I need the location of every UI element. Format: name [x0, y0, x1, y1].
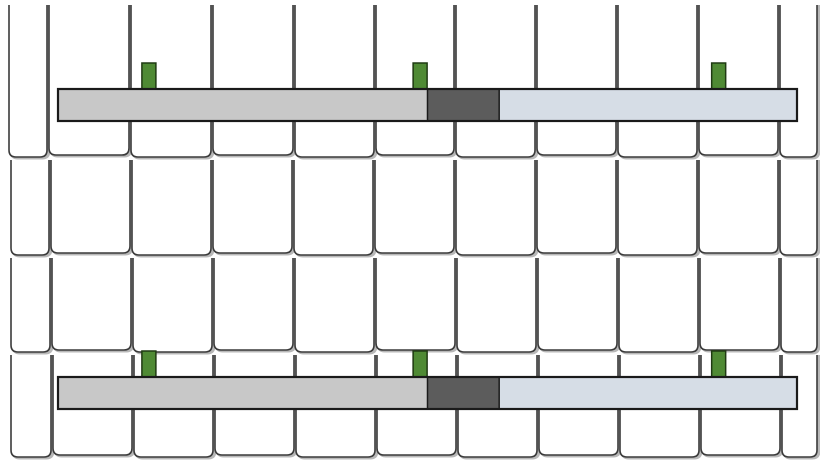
shingle-tile	[11, 258, 50, 352]
batten-marker	[413, 63, 427, 91]
shingle-tile	[700, 258, 779, 350]
shingle-tile	[214, 258, 293, 350]
batten-marker	[142, 351, 156, 379]
shingle-tile	[132, 160, 211, 255]
batten-marker	[712, 63, 726, 91]
batten-marker	[712, 351, 726, 379]
shingle-tile	[375, 160, 454, 253]
shingle-tile	[456, 160, 535, 255]
batten-segment-dark	[428, 377, 500, 409]
shingle-tile	[294, 160, 373, 255]
shingle-tile	[376, 258, 455, 350]
shingle-tile	[618, 160, 697, 255]
shingle-tile	[213, 5, 293, 155]
shingle-tile	[618, 5, 697, 157]
batten-marker	[142, 63, 156, 91]
shingle-tile	[11, 355, 51, 457]
shingle-tile	[52, 258, 131, 350]
shingle-tile	[295, 258, 374, 352]
shingle-tile	[538, 258, 617, 350]
shingle-tile	[619, 258, 698, 352]
batten-segment-light	[58, 89, 428, 121]
shingle-tile	[781, 258, 817, 352]
batten-segment-pale	[499, 377, 797, 409]
shingle-tile	[537, 5, 616, 155]
shingle-tile	[11, 160, 49, 255]
shingle-tile	[780, 5, 817, 157]
shingle-tile	[537, 160, 616, 253]
shingle-tile	[49, 5, 129, 155]
batten-marker	[413, 351, 427, 379]
shingle-tile	[699, 160, 778, 253]
shingle-tile	[295, 5, 374, 157]
shingle-tile	[456, 5, 535, 157]
batten-segment-light	[58, 377, 428, 409]
shingle-tile	[699, 5, 778, 155]
shingle-tile	[51, 160, 130, 253]
shingle-tile	[457, 258, 536, 352]
shingle-row	[11, 258, 819, 353]
shingle-tile	[213, 160, 292, 253]
shingle-tile	[133, 258, 212, 352]
shingle-row	[11, 160, 819, 256]
batten-segment-dark	[428, 89, 500, 121]
shingle-tile	[780, 160, 817, 255]
batten-segment-pale	[499, 89, 797, 121]
shingle-tile	[9, 5, 47, 157]
